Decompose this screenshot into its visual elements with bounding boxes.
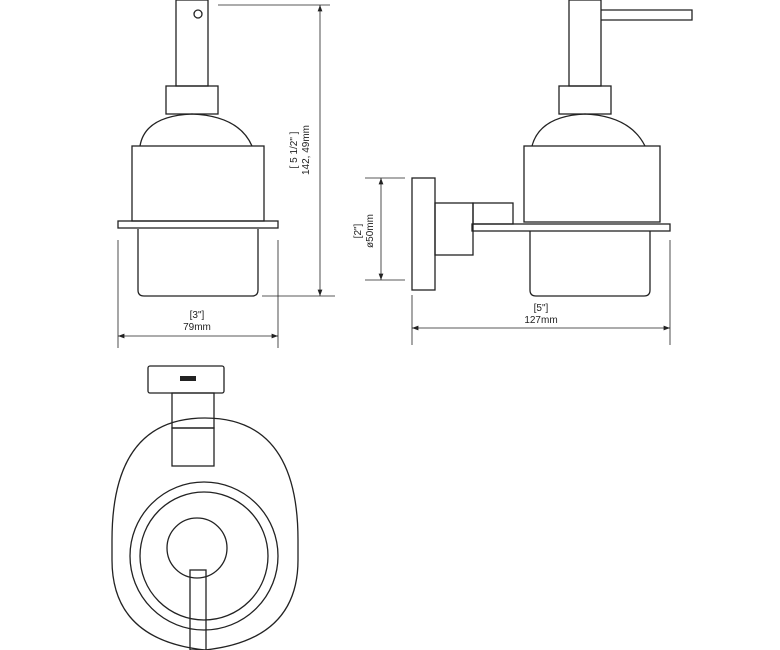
glass-cup-side: [529, 231, 651, 297]
width-inches: [3"]: [190, 310, 205, 321]
bottle-body-side: [523, 145, 661, 223]
holder-ring: [117, 220, 279, 229]
height-inches: [ 5 1/2" ]: [289, 131, 300, 168]
front-view: [ 5 1/2" ] 142, 49mm [3"] 79mm: [117, 0, 335, 348]
pump-head-side: [568, 0, 602, 87]
nozzle-hole: [193, 9, 203, 19]
holder-ring-side: [471, 223, 671, 232]
pump-circle: [166, 517, 228, 579]
bottle-body: [131, 145, 265, 222]
holder-oval: [111, 417, 299, 650]
bottle-outer-circle: [129, 481, 279, 631]
pump-head: [175, 0, 209, 87]
brand-logo: [180, 376, 196, 381]
arm-top: [171, 392, 215, 429]
depth-mm: 127mm: [524, 315, 557, 326]
arm: [434, 202, 474, 256]
width-mm: 79mm: [183, 322, 211, 333]
arm-neck: [171, 427, 215, 467]
glass-cup: [137, 229, 259, 297]
arm-block: [472, 202, 514, 225]
side-view: [2"] ø50mm [5"] 127mm: [353, 0, 693, 345]
diameter-mm: ø50mm: [365, 214, 376, 248]
dome: [139, 113, 253, 147]
height-mm: 142, 49mm: [301, 125, 312, 175]
wall-plate: [411, 177, 436, 291]
diameter-inches: [2"]: [353, 223, 364, 238]
dome-side: [531, 113, 646, 147]
depth-inches: [5"]: [534, 303, 549, 314]
pump-collar: [165, 85, 219, 115]
top-view: [111, 365, 299, 650]
lever: [189, 569, 207, 650]
bottle-inner-circle: [139, 491, 269, 621]
spout: [601, 9, 693, 21]
pump-collar-side: [558, 85, 612, 115]
